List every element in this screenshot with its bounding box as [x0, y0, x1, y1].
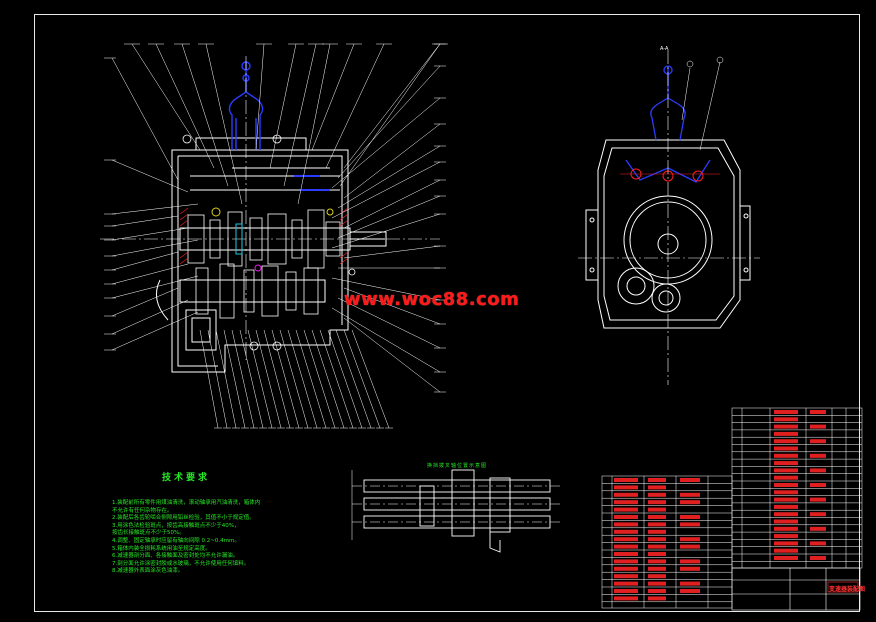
note-line: 8.减速器外表面涂灰色油漆。	[112, 568, 184, 575]
drawing-frame	[34, 14, 860, 612]
leader-lines	[104, 43, 448, 429]
drawing-name: 变速器装配图	[829, 586, 866, 593]
note-line: 2.装配后各齿轮啮合侧隙用铅丝检验，其值不小于规定值。	[112, 515, 255, 522]
note-line: 3.用涂色法检验斑点，按齿高接触斑点不少于40%，	[112, 522, 240, 529]
note-line: 1.装配前所有零件用煤油清洗，滚动轴承用汽油清洗，箱体内	[112, 500, 261, 506]
note-line: 不允许有任何杂物存在。	[112, 507, 173, 514]
note-line: 5.箱体内装全损耗系统用油至规定高度。	[112, 545, 211, 552]
parts-list-lower	[601, 475, 733, 609]
side-section-view	[578, 50, 760, 385]
parts-list-upper	[731, 407, 863, 569]
shift-rod-detail-view	[351, 469, 560, 553]
technical-requirements-title: 技术要求	[162, 473, 211, 483]
shift-rod-detail-title: 换挡拨叉轴位置示意图	[427, 463, 488, 469]
main-section-view	[100, 56, 440, 373]
note-line: 7.剖分面允许涂密封胶或水玻璃，不允许使用任何填料。	[112, 560, 250, 567]
technical-requirements-notes: 1.装配前所有零件用煤油清洗，滚动轴承用汽油清洗，箱体内 不允许有任何杂物存在。…	[112, 500, 322, 576]
title-block	[731, 567, 861, 611]
note-line: 4.调整、固定轴承时应留有轴向间隙 0.2~0.4mm。	[112, 537, 240, 544]
watermark-text: www.woc88.com	[344, 289, 520, 310]
note-line: 按齿长接触斑点不少于50%。	[112, 530, 185, 537]
section-mark: A-A	[660, 46, 669, 52]
note-line: 6.减速器剖分面、各接触面及密封处均不允许漏油。	[112, 553, 239, 560]
